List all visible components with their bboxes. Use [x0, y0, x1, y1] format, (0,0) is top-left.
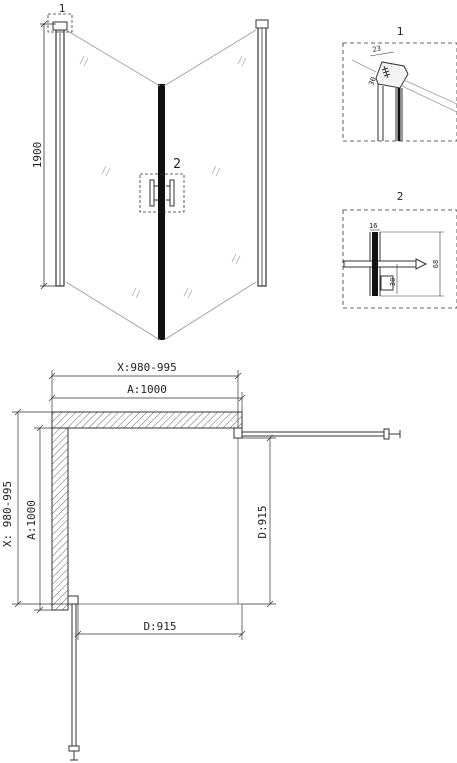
- glass-reflections: [79, 55, 247, 299]
- height-dimension: [40, 20, 56, 290]
- callout-1-box: [47, 13, 73, 33]
- back-wall: [51, 411, 243, 429]
- detail-2-dim-68: 68: [432, 260, 440, 268]
- left-wall-profile: [52, 21, 68, 287]
- callout-2-number: 2: [173, 157, 181, 172]
- detail-2-black-edge: [372, 232, 378, 296]
- detail-2-number: 2: [397, 190, 404, 203]
- right-wall-profile: [255, 19, 269, 287]
- detail-1-dim-30: 30: [367, 76, 377, 87]
- glass-panels: [65, 29, 257, 341]
- detail-1-profile: [375, 61, 409, 141]
- dim-d-right: D:915: [256, 505, 269, 538]
- left-door-open: [68, 604, 80, 761]
- dim-a-left: A:1000: [25, 500, 38, 540]
- dim-right-lines: [242, 434, 276, 608]
- dim-bottom-lines: [74, 604, 246, 640]
- center-profile: [158, 84, 165, 340]
- left-profile-plan: [67, 595, 79, 605]
- detail-1-dim-line: [369, 51, 395, 57]
- dim-x-left: X: 980-995: [1, 481, 14, 547]
- dim-top-lines: [48, 370, 246, 428]
- callout-1-number: 1: [59, 2, 66, 15]
- detail-1-number: 1: [397, 25, 404, 38]
- detail-2-frame: [342, 209, 457, 309]
- detail-2-dimensions: [370, 229, 444, 297]
- dim-a-top: A:1000: [127, 383, 167, 396]
- dim-x-top: X:980-995: [117, 361, 177, 374]
- detail-2-dim-30: 30: [389, 278, 397, 286]
- detail-1-glass: [351, 59, 457, 113]
- plan-view: X:980-995 A:1000 X: 980-995 A:1000 D:915: [1, 361, 401, 761]
- detail-2-dim-16: 16: [369, 222, 377, 230]
- detail-2: 2 16 30 68: [342, 190, 457, 309]
- door-handles: [149, 179, 175, 207]
- detail-1-dim-23: 23: [372, 44, 382, 54]
- detail-1: 1 23 30: [342, 25, 457, 142]
- dim-d-bottom: D:915: [143, 620, 176, 633]
- elevation-view: 1900 1 2: [31, 2, 269, 341]
- left-wall: [51, 427, 69, 611]
- right-profile-plan: [233, 427, 243, 439]
- height-label: 1900: [31, 142, 44, 169]
- detail-2-profile: [343, 232, 428, 296]
- right-door-open: [242, 428, 401, 440]
- dim-left-lines: [12, 408, 68, 614]
- callout-2-box: [139, 173, 185, 213]
